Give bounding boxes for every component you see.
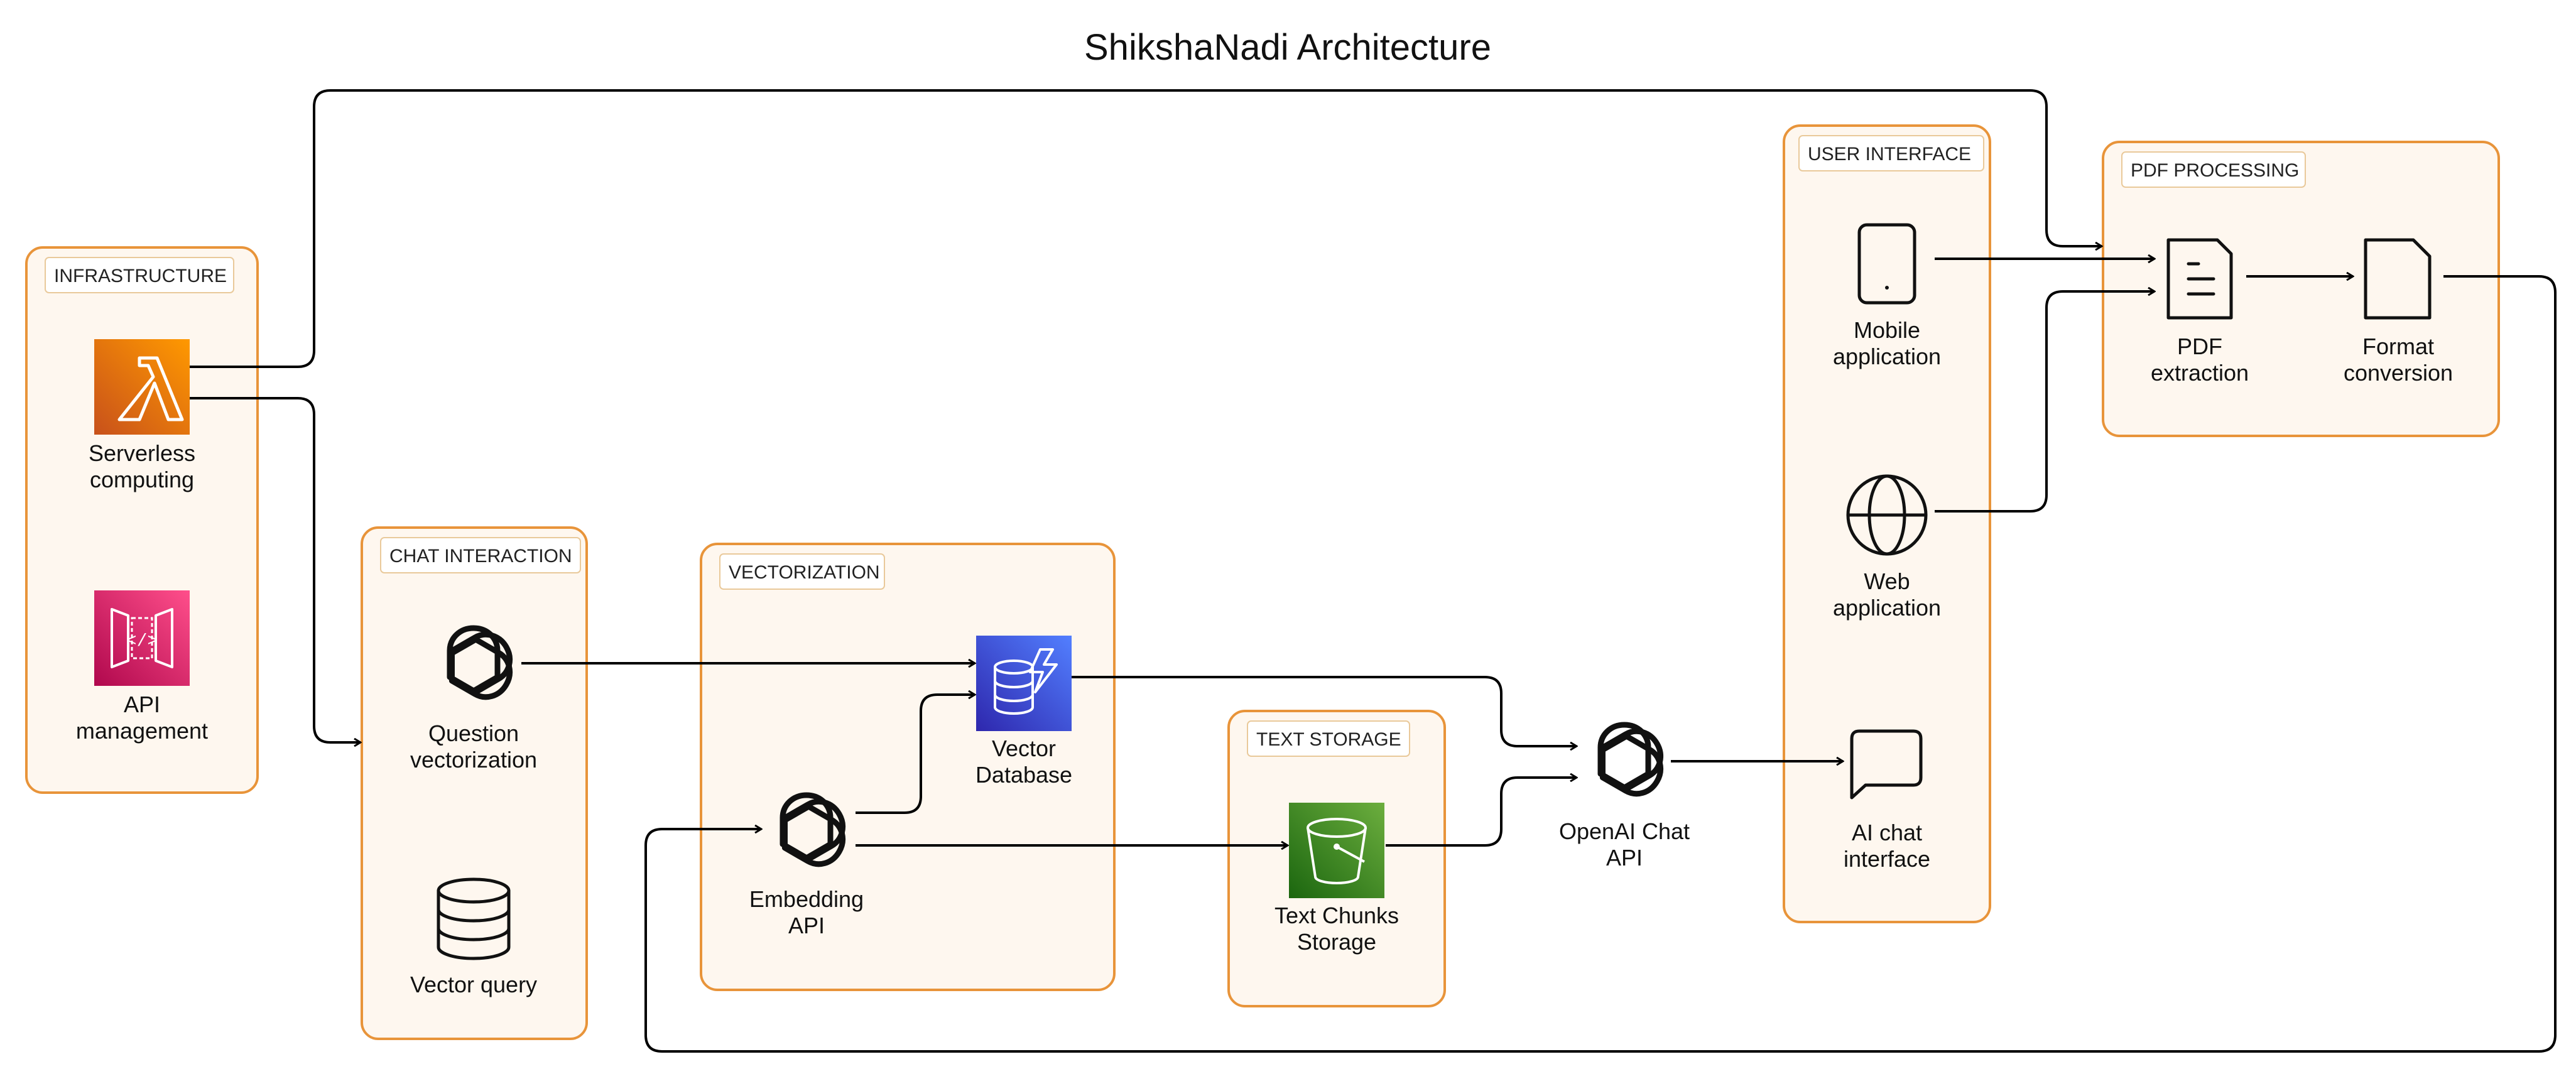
edge-vectordb-to-openai	[1070, 676, 1577, 746]
edge-lambda-to-question	[188, 397, 361, 742]
globe-icon	[1846, 474, 1928, 556]
label-format-conversion-1: Format	[2362, 334, 2434, 359]
node-openai-chat-api: OpenAI Chat API	[1559, 723, 1690, 871]
group-pdf-processing: PDF PROCESSING	[2102, 141, 2500, 437]
label-web-app-1: Web	[1864, 568, 1910, 594]
edge-format-to-embedding	[644, 275, 2557, 1053]
svg-text:</>: </>	[126, 632, 158, 651]
group-label-vectorization: VECTORIZATION	[729, 562, 880, 583]
node-serverless-computing: Serverless computing	[89, 339, 195, 492]
node-embedding-api: Embedding API	[749, 793, 864, 938]
node-ai-chat-interface: AI chat interface	[1844, 729, 1930, 872]
node-mobile-application: Mobile application	[1833, 223, 1941, 369]
group-user-interface: USER INTERFACE	[1783, 124, 1991, 923]
lambda-icon	[94, 339, 190, 435]
node-pdf-extraction: PDF extraction	[2151, 238, 2249, 386]
group-label-chat-interaction: CHAT INTERACTION	[389, 546, 572, 567]
node-api-management: </> API management	[76, 590, 208, 744]
diagram-title: ShikshaNadi Architecture	[1084, 27, 1491, 68]
node-vector-database: Vector Database	[976, 636, 1072, 788]
label-ai-chat-2: interface	[1844, 846, 1930, 872]
edge-web-to-pdf	[1935, 291, 2155, 513]
chat-bubble-icon	[1850, 729, 1923, 800]
label-embedding-api-1: Embedding	[749, 886, 864, 912]
edges	[188, 89, 2557, 1053]
node-question-vectorization: Question vectorization	[410, 626, 537, 773]
edge-embedding-to-vectordb	[856, 695, 975, 814]
label-text-chunks-2: Storage	[1297, 929, 1376, 955]
group-label-text-storage: TEXT STORAGE	[1256, 729, 1401, 750]
node-text-chunks-storage: Text Chunks Storage	[1274, 803, 1399, 955]
label-format-conversion-2: conversion	[2344, 360, 2453, 386]
group-chat-interaction: CHAT INTERACTION	[361, 526, 588, 1040]
label-vector-query: Vector query	[410, 972, 537, 997]
node-vector-query: Vector query	[410, 877, 537, 997]
group-label-user-interface: USER INTERFACE	[1808, 144, 1971, 165]
node-format-conversion: Format conversion	[2344, 238, 2453, 386]
api-gateway-icon: </>	[94, 590, 190, 686]
s3-bucket-icon	[1289, 803, 1384, 898]
label-pdf-extraction-1: PDF	[2177, 334, 2222, 359]
mobile-device-icon	[1857, 223, 1916, 305]
label-vector-database-2: Database	[976, 762, 1072, 788]
document-icon	[2166, 238, 2233, 320]
label-vector-database-1: Vector	[992, 735, 1056, 761]
label-question-vectorization-2: vectorization	[410, 747, 537, 773]
edge-lambda-to-pdf	[188, 89, 2102, 368]
label-serverless-1: Serverless	[89, 440, 195, 466]
label-openai-chat-2: API	[1606, 845, 1643, 871]
group-infrastructure: INFRASTRUCTURE	[25, 246, 259, 794]
label-pdf-extraction-2: extraction	[2151, 360, 2249, 386]
label-ai-chat-1: AI chat	[1852, 820, 1922, 845]
label-serverless-2: computing	[90, 467, 194, 492]
label-mobile-app-2: application	[1833, 344, 1941, 369]
group-label-pdf-processing: PDF PROCESSING	[2131, 160, 2299, 181]
label-mobile-app-1: Mobile	[1854, 317, 1920, 343]
label-question-vectorization-1: Question	[428, 720, 519, 746]
label-text-chunks-1: Text Chunks	[1274, 903, 1399, 928]
node-web-application: Web application	[1833, 474, 1941, 621]
openai-icon	[1590, 723, 1669, 802]
group-label-infrastructure: INFRASTRUCTURE	[54, 266, 227, 286]
label-api-management-1: API	[124, 692, 160, 717]
label-openai-chat-1: OpenAI Chat	[1559, 818, 1690, 844]
label-web-app-2: application	[1833, 595, 1941, 621]
dynamodb-icon	[976, 636, 1072, 731]
label-api-management-2: management	[76, 718, 208, 744]
label-embedding-api-2: API	[788, 913, 825, 938]
file-icon	[2364, 238, 2432, 320]
edge-textchunks-to-openai	[1386, 778, 1577, 847]
database-icon	[437, 877, 511, 960]
